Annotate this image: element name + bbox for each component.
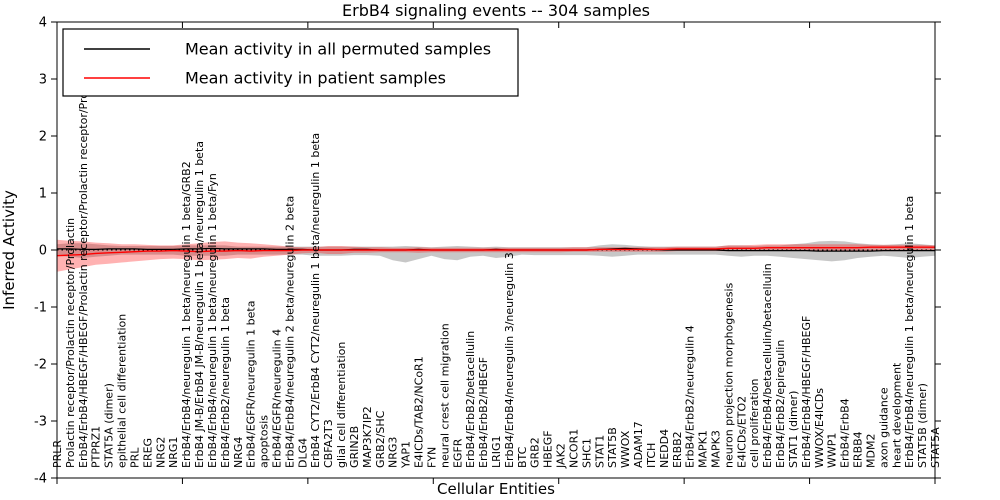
y-tick-label: 2 bbox=[39, 130, 47, 145]
x-tick-label: ITCH bbox=[645, 443, 658, 468]
y-tick-label: -1 bbox=[34, 301, 47, 316]
x-tick-label: PTPRZ1 bbox=[90, 426, 103, 468]
y-tick-label: -2 bbox=[34, 358, 47, 373]
x-tick-label: ErbB4/ErbB4/neuregulin 1 beta/neuregulin… bbox=[903, 196, 916, 468]
x-tick-label: EREG bbox=[141, 438, 154, 468]
x-tick-label: glial cell differentiation bbox=[335, 342, 348, 468]
x-tick-label: YAP1 bbox=[400, 441, 413, 469]
x-tick-label: HBEGF bbox=[542, 430, 555, 468]
x-tick-label: STAT1 bbox=[593, 435, 606, 468]
x-tick-label: ErbB4/ErbB2/neuregulin 1 beta bbox=[219, 297, 232, 468]
x-tick-label: ERBB4 bbox=[852, 431, 865, 468]
x-tick-label: ErbB4/ErbB2/betacellulin bbox=[464, 331, 477, 468]
x-tick-label: MAPK1 bbox=[697, 430, 710, 468]
x-tick-label: E4ICDs/TAB2/NCoR1 bbox=[413, 356, 426, 468]
x-tick-label: NRG1 bbox=[167, 437, 180, 468]
legend-entry-patient-label: Mean activity in patient samples bbox=[185, 69, 446, 88]
x-tick-label: WWOX bbox=[619, 430, 632, 468]
permuted-confidence-band bbox=[57, 240, 935, 263]
x-tick-label: BTC bbox=[516, 446, 529, 468]
x-tick-label: ErbB4/ErbB4 bbox=[839, 398, 852, 468]
x-tick-label: ErbB4/EGFR/neuregulin 4 bbox=[271, 329, 284, 468]
x-tick-label: ErbB4/ErbB2/epiregulin bbox=[774, 340, 787, 468]
x-tick-label: ErbB4/ErbB4/neuregulin 1 beta/neuregulin… bbox=[180, 161, 193, 468]
x-tick-label: ErbB4/ErbB2/neuregulin 4 bbox=[684, 325, 697, 468]
x-tick-label: EGFR bbox=[451, 438, 464, 468]
x-tick-label: FYN bbox=[425, 447, 438, 468]
x-tick-label: neural crest cell migration bbox=[438, 323, 451, 468]
x-tick-label: neuron projection morphogenesis bbox=[722, 282, 735, 468]
x-tick-label: MAPK3 bbox=[710, 430, 723, 468]
x-tick-label: ErbB4/ErbB4/neuregulin 3/neuregulin 3 bbox=[503, 252, 516, 468]
x-tick-label: SHC1 bbox=[580, 438, 593, 468]
x-tick-label: MAP3K7IP2 bbox=[361, 406, 374, 468]
legend-box bbox=[62, 28, 519, 97]
x-tick-label: CBFA2T3 bbox=[322, 419, 335, 468]
x-tick-label: WWOX/E4ICDs bbox=[813, 388, 826, 468]
x-tick-label: epithelial cell differentiation bbox=[116, 314, 129, 468]
y-tick-label: -4 bbox=[34, 472, 47, 487]
chart-title: ErbB4 signaling events -- 304 samples bbox=[342, 1, 650, 20]
patient-mean-line bbox=[56, 246, 935, 257]
x-tick-label: STAT5B bbox=[606, 427, 619, 468]
x-tick-label: NEDD4 bbox=[658, 429, 671, 468]
x-tick-label: axon guidance bbox=[877, 387, 890, 468]
x-tick-label: ErbB4/ErbB4/neuregulin 2 beta/neuregulin… bbox=[283, 196, 296, 468]
x-tick-label: GRB2 bbox=[529, 437, 542, 468]
x-tick-label: ErbB4/ErbB4/HBEGF/HBEGF bbox=[800, 316, 813, 468]
x-tick-label: LRIG1 bbox=[490, 435, 503, 468]
x-axis-label: Cellular Entities bbox=[437, 480, 555, 498]
x-tick-label: NRG4 bbox=[232, 437, 245, 468]
y-tick-label: 4 bbox=[39, 16, 47, 31]
y-tick-label: 1 bbox=[39, 187, 47, 202]
x-tick-label: NRG3 bbox=[387, 437, 400, 468]
x-tick-label: NRG2 bbox=[154, 437, 167, 468]
x-tick-label: NCOR1 bbox=[567, 429, 580, 468]
x-tick-label: STAT1 (dimer) bbox=[787, 391, 800, 468]
x-tick-label: STAT5B (dimer) bbox=[916, 383, 929, 468]
x-tick-label: JAK2 bbox=[555, 443, 568, 469]
x-tick-label: heart development bbox=[890, 362, 903, 468]
x-tick-label: GRIN2B bbox=[348, 426, 361, 468]
x-tick-label: ErbB4/ErbB4/betacellulin/betacellulin bbox=[761, 263, 774, 468]
x-tick-label: ErbB4 JM-B/ErbB4 JM-B/neuregulin 1 beta/… bbox=[193, 141, 206, 468]
x-tick-label: Prolactin receptor/Prolactin receptor/Pr… bbox=[64, 218, 77, 468]
patient-confidence-band bbox=[57, 239, 935, 272]
legend-entry-permuted-label: Mean activity in all permuted samples bbox=[185, 40, 491, 59]
x-tick-label: apoptosis bbox=[258, 415, 271, 468]
y-tick-label: -3 bbox=[34, 415, 47, 430]
x-tick-label: GRB2/SHC bbox=[374, 410, 387, 468]
x-tick-label: ErbB4/ErbB4/HBEGF/HBEGF/Prolactin recept… bbox=[77, 62, 90, 468]
y-tick-label: 3 bbox=[39, 73, 47, 88]
x-tick-label: ErbB4/EGFR/neuregulin 1 beta bbox=[245, 301, 258, 468]
x-tick-label: PRL bbox=[128, 447, 141, 468]
y-tick-label: 0 bbox=[39, 244, 47, 259]
x-tick-label: MDM2 bbox=[864, 434, 877, 468]
x-tick-label: ErbB4/ErbB4/neuregulin 1 beta/neuregulin… bbox=[206, 173, 219, 468]
x-tick-label: cell proliferation bbox=[748, 378, 761, 468]
x-tick-label: WWP1 bbox=[826, 433, 839, 468]
y-axis-label: Inferred Activity bbox=[0, 190, 18, 310]
x-tick-label: E4ICDs/ETO2 bbox=[735, 396, 748, 468]
x-tick-label: STAT5A (dimer) bbox=[103, 383, 116, 468]
x-tick-label: DLG4 bbox=[296, 438, 309, 468]
x-tick-label: ADAM17 bbox=[632, 421, 645, 468]
x-tick-label: ErbB4/ErbB2/HBEGF bbox=[477, 357, 490, 468]
x-tick-label: ErbB4 CYT2/ErbB4 CYT2/neuregulin 1 beta/… bbox=[309, 133, 322, 468]
x-tick-label: ERBB2 bbox=[671, 431, 684, 468]
